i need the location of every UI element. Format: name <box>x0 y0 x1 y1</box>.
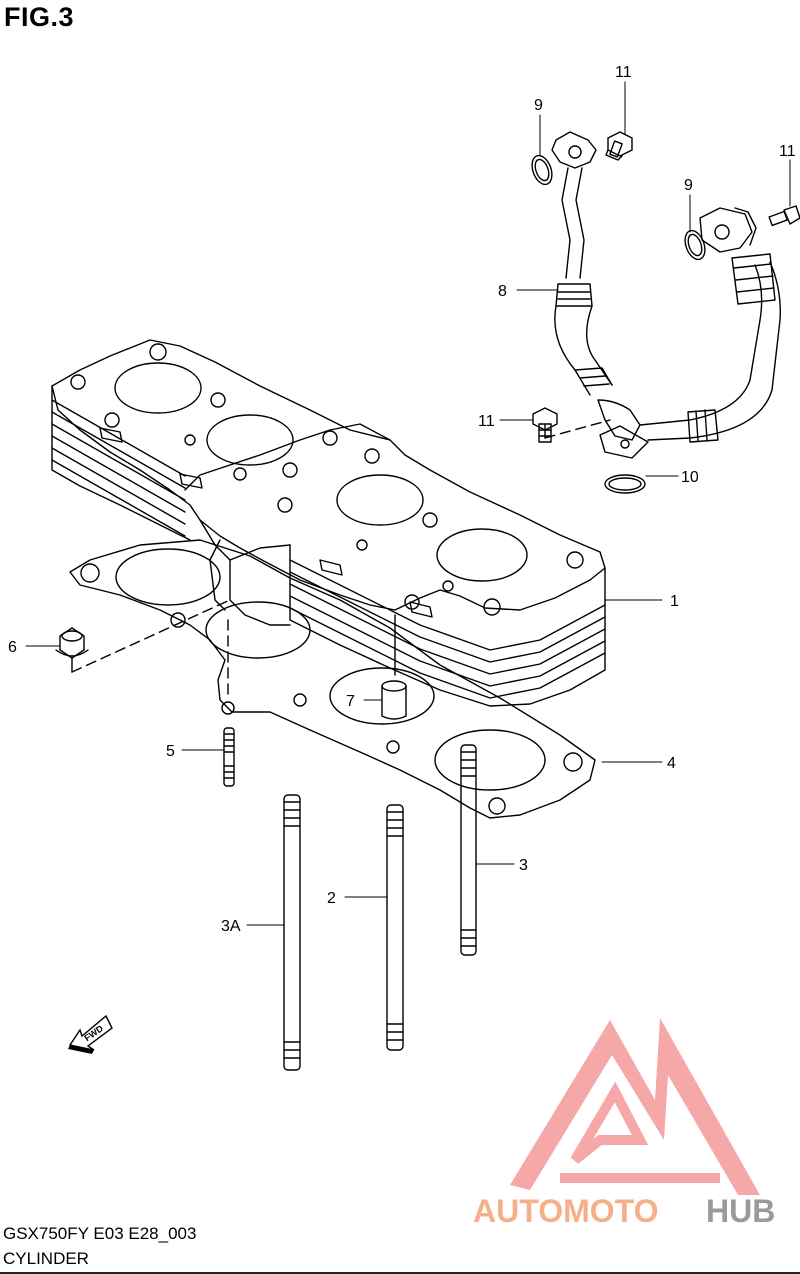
o-ring-right <box>684 229 706 261</box>
callout-8: 8 <box>498 283 507 300</box>
leader-lines <box>25 81 791 926</box>
model-code: GSX750FY E03 E28_003 <box>3 1224 197 1243</box>
callout-1: 1 <box>670 593 679 610</box>
callout-6: 6 <box>8 639 17 656</box>
callout-9-right: 9 <box>684 177 693 194</box>
bottom-border <box>0 1272 800 1274</box>
stud-bolt-3a <box>283 794 301 1071</box>
callout-9-left: 9 <box>534 97 543 114</box>
callout-5: 5 <box>166 743 175 760</box>
assembly-lines <box>71 419 611 701</box>
callout-3a: 3A <box>221 918 241 935</box>
logo-text-part2: HUB <box>706 1193 775 1229</box>
oil-hose-assembly <box>551 131 781 459</box>
union-bolt-right <box>768 205 800 227</box>
logo-text-part1: AUTOMOTO <box>473 1193 658 1229</box>
union-bolt-lower <box>532 407 558 443</box>
cylinder-block <box>51 339 606 707</box>
dowel-pin <box>381 680 407 720</box>
stud-bolt-short <box>223 727 235 787</box>
callout-11-top: 11 <box>615 64 632 81</box>
callout-11-lower: 11 <box>478 413 495 430</box>
section-name: CYLINDER <box>3 1249 89 1268</box>
stud-bolt-3 <box>460 744 477 956</box>
cylinder-base-gasket <box>69 539 596 819</box>
callout-2: 2 <box>327 890 336 907</box>
o-ring-lower <box>604 474 646 494</box>
figure-title: FIG.3 <box>4 2 75 32</box>
flange-nut <box>55 627 89 659</box>
callout-4: 4 <box>667 755 676 772</box>
callout-3: 3 <box>519 857 528 874</box>
stud-bolt-2 <box>386 804 404 1051</box>
forward-arrow-icon: FWD <box>68 1014 113 1054</box>
o-ring-left <box>531 154 553 186</box>
callout-10: 10 <box>681 469 699 486</box>
union-bolt-top <box>605 131 633 161</box>
callout-11-right: 11 <box>779 143 796 160</box>
automotohub-logo: AUTOMOTO HUB <box>473 1018 775 1229</box>
callout-7: 7 <box>346 693 355 710</box>
